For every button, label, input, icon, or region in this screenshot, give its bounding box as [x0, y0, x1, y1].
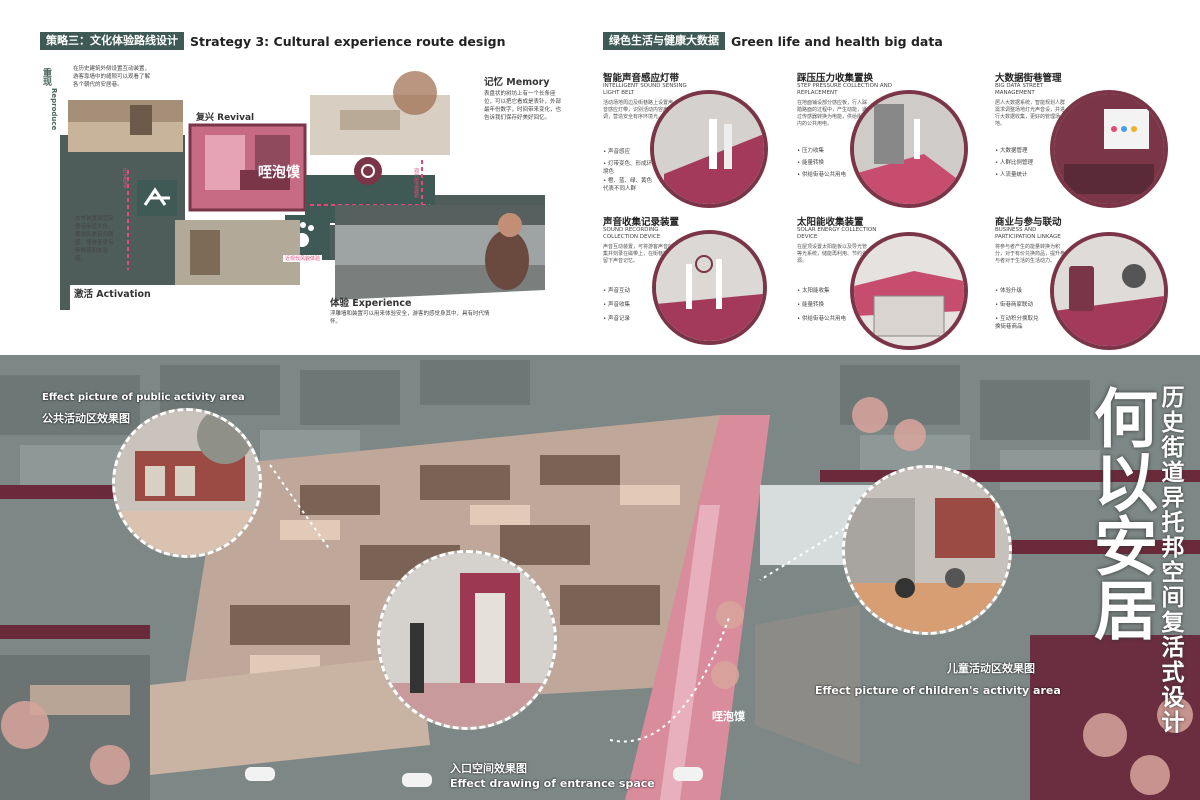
revival-label: 复兴 Revival [196, 113, 255, 123]
public-activity-circle [112, 408, 262, 558]
children-caption-cn: 儿童活动区效果图 [947, 662, 1035, 675]
green-heading-en: Green life and health big data [731, 33, 943, 49]
block6-circle [1050, 232, 1168, 350]
block6-bullet-1: 体验升级 [995, 286, 1022, 294]
red-label-history: 历史街道 [122, 168, 128, 188]
block4-bullet-2: 声音收集 [603, 300, 630, 308]
reproduce-label-en: Reproduce [50, 88, 58, 131]
block1-title: 智能声音感应灯带 [603, 73, 680, 84]
block5-circle [850, 232, 968, 350]
red-label-modern: 现代街道建筑 [413, 168, 419, 198]
block2-en: STEP PRESSURE COLLECTION AND REPLACEMENT [797, 83, 892, 96]
route-diagram [60, 71, 545, 310]
block1-desc: 活动场地周边及街巷路上设置声音感应灯带，识别活动内容声调，营造安全有序环境光。 [603, 100, 674, 120]
activation-label: 激活 Activation [74, 289, 151, 300]
block2-bullet-3: 供给街巷公共用电 [797, 170, 846, 178]
block5-title: 太阳能收集装置 [797, 217, 864, 228]
block3-bullet-3: 人流量统计 [995, 170, 1028, 178]
block3-circle [1050, 90, 1168, 208]
memory-label: 记忆 Memory [484, 77, 550, 88]
block6-bullet-2: 街巷商家联动 [995, 300, 1033, 308]
block3-title: 大数据街巷管理 [995, 73, 1062, 84]
block6-bullet-3: 互动积分换取兑换街巷商品 [995, 314, 1040, 330]
red-label-experience: 近现代风貌体验 [283, 255, 323, 262]
block2-bullet-1: 压力收集 [797, 146, 824, 154]
strategy-heading-cn: 策略三：文化体验路线设计 [40, 32, 184, 50]
block1-bullet-1: 声音感应 [603, 147, 630, 155]
block1-bullet-2: 灯带变色、形成环境色 [603, 159, 653, 175]
children-caption-en: Effect picture of children's activity ar… [815, 684, 1061, 697]
experience-label: 体验 Experience [330, 298, 412, 309]
block6-en: BUSINESS AND PARTICIPATION LINKAGE [995, 227, 1061, 240]
block5-bullet-3: 供给街巷公共用电 [797, 314, 846, 322]
block3-bullet-1: 大数据管理 [995, 146, 1028, 154]
block2-title: 踩压压力收集置换 [797, 73, 874, 84]
block4-title: 声音收集记录装置 [603, 217, 680, 228]
block2-circle [850, 90, 968, 208]
block4-desc: 声音互动装置，可将游客声音收集并刻录在磁带上，在街巷地上留下声音记忆。 [603, 244, 674, 264]
block3-bullet-2: 人群比例管理 [995, 158, 1033, 166]
block2-desc: 在地面铺设部分感应板，行人踩踏路面的过程中，产生动能，通过传感器转换为电能，供给… [797, 100, 868, 127]
sign-paomo: 咥泡馍 [258, 165, 300, 181]
memory-text: 表盘状的树坊上有一个长条座位，可以把它看成是表针，外部最年份数字，时间带来变化，… [484, 91, 562, 121]
block6-desc: 将参与者产生的能量转换为积分，对于有价兑换商品，提升参与者对于生活的生活动力。 [995, 244, 1066, 264]
entrance-circle [377, 550, 557, 730]
green-heading: 绿色生活与健康大数据 Green life and health big dat… [603, 32, 943, 50]
block1-bullet-3: 橙、蓝、绿、黄色代表不同人群 [603, 176, 653, 192]
block2-bullet-2: 能量转换 [797, 158, 824, 166]
block4-en: SOUND RECORDING COLLECTION DEVICE [603, 227, 661, 240]
block5-desc: 在屋顶设置太阳能板以及导光管等光系统，储能再利用、节约资源。 [797, 244, 868, 264]
block1-circle [650, 90, 768, 208]
children-activity-circle [842, 465, 1012, 635]
subtitle: 历史街道异托邦空间复活式设计 [1157, 385, 1183, 735]
block4-circle [652, 230, 767, 345]
block3-desc: 居人大数据系统，智能规划人群需求调整场地灯光声音设，并进行大数据收集，更好的管理… [995, 100, 1066, 127]
reproduce-text: 在历史建筑外侧设置互动装置，游客靠墙中的缝隙可以观看了解各个朝代的安居巷。 [73, 66, 151, 88]
block5-en: SOLAR ENERGY COLLECTION DEVICE [797, 227, 877, 240]
reproduce-label-cn: 重现 [41, 68, 51, 86]
block1-en: INTELLIGENT SOUND SENSING LIGHT BELT [603, 83, 687, 96]
main-title: 何以安居 [1083, 385, 1157, 641]
block4-bullet-1: 声音互动 [603, 286, 630, 294]
public-caption-cn: 公共活动区效果图 [42, 412, 130, 425]
green-heading-cn: 绿色生活与健康大数据 [603, 32, 725, 50]
entrance-caption-cn: 入口空间效果图 [450, 762, 527, 775]
block5-bullet-2: 能量转换 [797, 300, 824, 308]
experience-text: 浮雕墙和装置可以用来体验安全，游客的感觉身其中，具有时代情怀。 [330, 311, 490, 325]
activation-text: 方言装置激活安居巷街道文化，使居民更有归属感，使游客更有新鲜感和体验感。 [75, 216, 114, 262]
block5-bullet-1: 太阳能收集 [797, 286, 830, 294]
block6-title: 商业与参与联动 [995, 217, 1062, 228]
strategy-heading-en: Strategy 3: Cultural experience route de… [190, 33, 506, 49]
street-sign: 咥泡馍 [712, 710, 745, 723]
public-caption-en: Effect picture of public activity area [42, 392, 245, 403]
strategy-heading: 策略三：文化体验路线设计 Strategy 3: Cultural experi… [40, 32, 505, 50]
entrance-caption-en: Effect drawing of entrance space [450, 777, 655, 790]
block3-en: BIG DATA STREET MANAGEMENT [995, 83, 1044, 96]
block4-bullet-3: 声音记录 [603, 314, 630, 322]
